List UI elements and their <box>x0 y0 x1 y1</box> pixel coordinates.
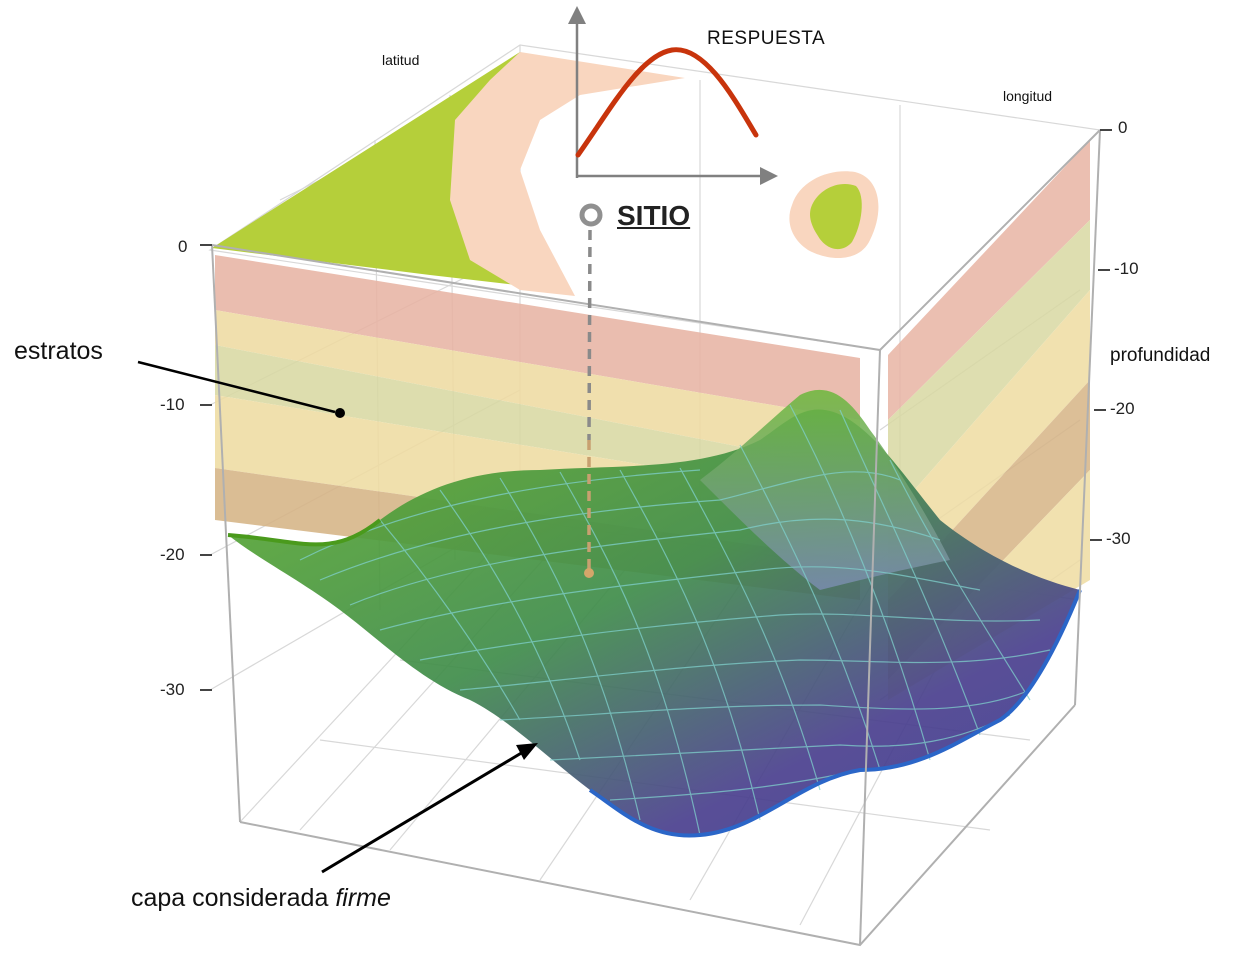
left-tick: -20 <box>160 545 185 564</box>
site-depth-point <box>584 568 594 578</box>
depth-label: profundidad <box>1110 345 1211 366</box>
firm-layer-label-emph: firme <box>335 884 391 912</box>
site-drop-line-upper <box>587 229 592 441</box>
left-tick: 0 <box>178 237 188 256</box>
firm-layer-label: capa considerada firme <box>131 884 391 913</box>
right-tick: -20 <box>1110 399 1135 418</box>
firm-layer-label-prefix: capa considerada <box>131 884 329 912</box>
island-land <box>810 184 862 250</box>
firm-layer-arrow <box>321 743 538 874</box>
surface-map <box>212 52 879 296</box>
strata-label: estratos <box>14 337 103 365</box>
site-label: SITIO <box>617 200 691 231</box>
sand-area <box>450 52 685 296</box>
right-tick: -30 <box>1106 529 1131 548</box>
left-tick: -30 <box>160 680 185 699</box>
response-label: RESPUESTA <box>707 28 826 49</box>
box-frame <box>211 129 1101 947</box>
longitude-label: longitud <box>1003 88 1053 104</box>
response-curve <box>575 47 759 158</box>
left-tick: -10 <box>160 395 185 414</box>
response-axes <box>568 6 778 185</box>
strata-arrow <box>137 360 345 418</box>
latitude-label: latitud <box>382 52 420 68</box>
right-tick: -10 <box>1114 259 1139 278</box>
right-tick: 0 <box>1118 118 1128 137</box>
site-marker <box>579 203 603 227</box>
